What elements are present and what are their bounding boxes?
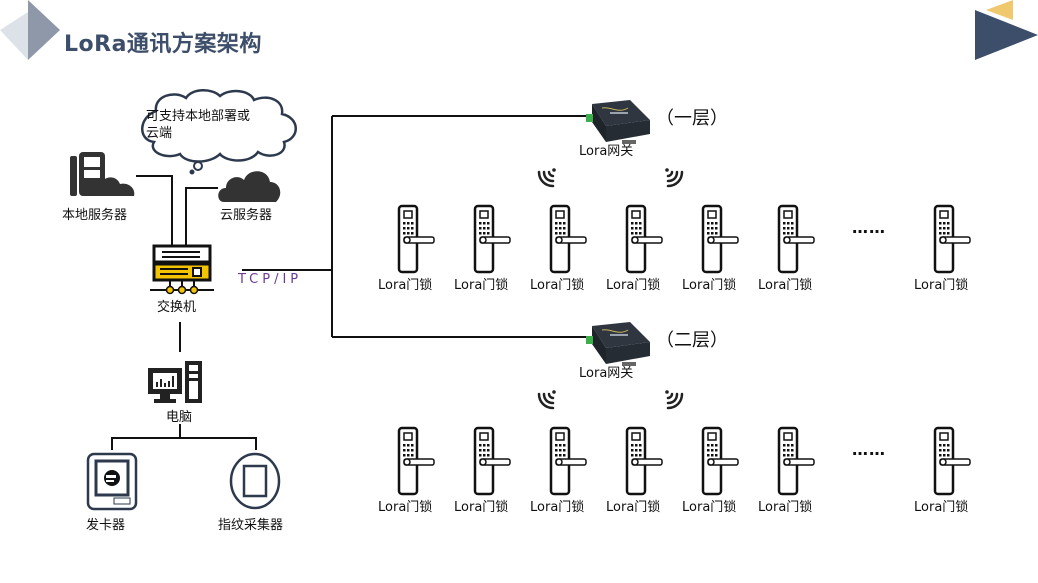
local-server-icon <box>70 152 135 196</box>
door-lock-icon <box>625 204 663 274</box>
lock-item <box>468 426 512 500</box>
lock-item <box>620 426 664 500</box>
lock-label: Lora门锁 <box>606 278 661 293</box>
lock-label: Lora门锁 <box>606 500 661 515</box>
more-locks-ellipsis: …… <box>852 440 886 459</box>
lock-label: Lora门锁 <box>530 500 585 515</box>
lock-item <box>392 204 436 278</box>
door-lock-icon <box>397 426 435 496</box>
signal-right-icon <box>665 390 684 410</box>
lock-label-last: Lora门锁 <box>914 500 969 515</box>
card-issuer-label: 发卡器 <box>86 518 126 533</box>
door-lock-icon <box>777 204 815 274</box>
lock-item <box>772 204 816 278</box>
door-lock-icon <box>625 426 663 496</box>
lock-item <box>468 204 512 278</box>
more-locks-ellipsis: …… <box>852 218 886 237</box>
lock-item <box>392 426 436 500</box>
header-decoration-left <box>0 0 60 60</box>
fingerprint-collector-icon <box>229 452 281 510</box>
door-lock-icon <box>777 426 815 496</box>
lock-label: Lora门锁 <box>378 278 433 293</box>
lock-label-last: Lora门锁 <box>914 278 969 293</box>
switch-icon <box>150 244 214 295</box>
computer-label: 电脑 <box>166 410 193 425</box>
gateway-label: Lora网关 <box>579 366 634 381</box>
lock-label: Lora门锁 <box>378 500 433 515</box>
gateway-device-icon <box>586 322 650 366</box>
signal-right-icon <box>665 168 684 188</box>
signal-left-icon <box>537 390 556 410</box>
switch-label: 交换机 <box>157 300 197 315</box>
door-lock-icon <box>933 426 971 496</box>
cloud-note-bubble <box>141 89 297 175</box>
fingerprint-collector-label: 指纹采集器 <box>218 518 284 533</box>
floor-label: （一层） <box>656 108 728 129</box>
protocol-label: TCP/IP <box>238 272 303 287</box>
door-lock-icon <box>397 204 435 274</box>
page-title: LoRa通讯方案架构 <box>64 32 262 57</box>
card-issuer-icon <box>86 452 138 511</box>
lock-label: Lora门锁 <box>530 278 585 293</box>
cloud-note-line-1: 可支持本地部署或 <box>146 109 251 124</box>
lock-label: Lora门锁 <box>682 278 737 293</box>
gateway-label: Lora网关 <box>579 144 634 159</box>
lock-label: Lora门锁 <box>682 500 737 515</box>
door-lock-icon <box>549 426 587 496</box>
cloud-server-label: 云服务器 <box>220 208 273 223</box>
lock-item-last <box>928 426 972 500</box>
door-lock-icon <box>473 426 511 496</box>
lock-item-last <box>928 204 972 278</box>
door-lock-icon <box>701 204 739 274</box>
lock-item <box>696 204 740 278</box>
lock-item <box>620 204 664 278</box>
lock-label: Lora门锁 <box>454 278 509 293</box>
lock-item <box>696 426 740 500</box>
gateway-device-icon <box>586 100 650 144</box>
signal-left-icon <box>537 168 556 188</box>
lock-label: Lora门锁 <box>454 500 509 515</box>
cloud-note-line-2: 云端 <box>146 126 173 141</box>
floor-label: （二层） <box>656 330 728 351</box>
door-lock-icon <box>701 426 739 496</box>
lock-item <box>544 426 588 500</box>
lock-item <box>544 204 588 278</box>
door-lock-icon <box>933 204 971 274</box>
cloud-note-text: 可支持本地部署或 云端 <box>146 108 250 142</box>
door-lock-icon <box>473 204 511 274</box>
header-decoration-right <box>975 0 1038 60</box>
computer-icon <box>148 361 202 403</box>
lock-label: Lora门锁 <box>758 500 813 515</box>
cloud-server-icon <box>218 171 281 202</box>
door-lock-icon <box>549 204 587 274</box>
lock-label: Lora门锁 <box>758 278 813 293</box>
local-server-label: 本地服务器 <box>62 208 128 223</box>
lock-item <box>772 426 816 500</box>
